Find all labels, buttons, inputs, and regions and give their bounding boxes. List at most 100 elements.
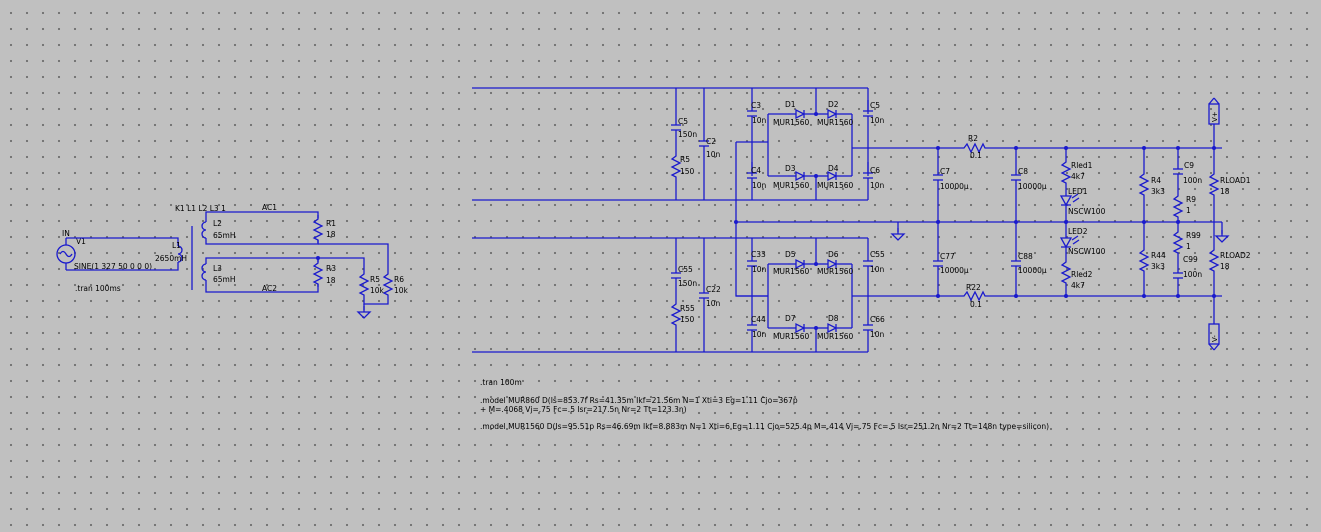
resistor-r1[interactable] (313, 214, 323, 244)
label-c3-name: C3 (751, 101, 761, 110)
label-l2-value: 65mH (213, 231, 236, 240)
label-c4-name: C4 (751, 166, 761, 175)
label-rled2-name: Rled2 (1071, 270, 1093, 279)
coupling-directive[interactable]: K1 L1 L2 L3 1 (175, 204, 226, 213)
inductor-l3[interactable] (201, 263, 207, 281)
model-mur1560[interactable]: .model MUR1560 D(Is=95.51p Rs=46.69m Ikf… (480, 422, 1049, 431)
transformer-section: IN V1 SINE(1 327 50 0 0 0) L1 2650mH K1 … (56, 203, 409, 319)
resistor-r55-snubber[interactable] (671, 299, 681, 329)
resistor-r5-snubber[interactable] (671, 151, 681, 181)
label-l3-name: L3 (213, 264, 222, 273)
label-rled1-value: 4k7 (1071, 172, 1085, 181)
label-c7-value: 10000µ (940, 182, 969, 191)
model-mur860-line1[interactable]: .model MUR860 D(Is=853.7f Rs=41.35m Ikf=… (480, 396, 798, 405)
label-c66-name: C66 (870, 315, 885, 324)
inductor-l1[interactable] (177, 245, 183, 263)
label-c55a-name: C55 (678, 265, 693, 274)
diode-d2[interactable] (819, 109, 845, 119)
label-l3-value: 65mH (213, 275, 236, 284)
label-c2-value: 10n (706, 150, 721, 159)
label-c77-name: C77 (940, 252, 955, 261)
inductor-l2[interactable] (201, 221, 207, 239)
label-c88-value: 10000µ (1018, 266, 1047, 275)
model-mur860-line2[interactable]: + M=.4068 Vj=.75 Fc=.5 Isr=217.5n Nr=2 T… (480, 405, 687, 414)
label-d5-value: MUR1560 (773, 267, 809, 276)
label-c3-value: 10n (752, 116, 767, 125)
resistor-r9[interactable] (1173, 191, 1183, 221)
resistor-rload1[interactable] (1209, 169, 1219, 199)
diode-d8[interactable] (819, 323, 845, 333)
resistor-rled1[interactable] (1061, 157, 1071, 187)
label-led1-value: NSCW100 (1068, 207, 1106, 216)
resistor-rled2[interactable] (1061, 257, 1071, 287)
tran-directive-small[interactable]: .tran 100ms (75, 284, 121, 293)
label-led2-value: NSCW100 (1068, 247, 1106, 256)
led-led2[interactable] (1059, 235, 1080, 249)
label-r9-name: R9 (1186, 195, 1196, 204)
diode-d7[interactable] (787, 323, 813, 333)
ground-symbol-2 (891, 227, 905, 241)
resistor-r6[interactable] (383, 269, 393, 299)
diode-d3[interactable] (787, 171, 813, 181)
label-v1-value: SINE(1 327 50 0 0 0) (74, 262, 152, 271)
label-c6-value: 10n (870, 181, 885, 190)
label-r99-value: 1 (1186, 242, 1191, 251)
label-c2-name: C2 (706, 137, 716, 146)
voltage-source-v1[interactable] (56, 238, 76, 270)
label-c55b-name: C55 (870, 250, 885, 259)
ground-symbol-3 (1215, 229, 1229, 243)
label-c9-name: C9 (1184, 161, 1194, 170)
resistor-rload2[interactable] (1209, 245, 1219, 275)
label-d5-name: D5 (785, 250, 796, 259)
label-c8-name: C8 (1018, 167, 1028, 176)
label-r9-value: 1 (1186, 206, 1191, 215)
diode-d1[interactable] (787, 109, 813, 119)
resistor-r99[interactable] (1173, 227, 1183, 257)
resistor-r44[interactable] (1139, 245, 1149, 275)
tran-directive-main[interactable]: .tran 100m (480, 378, 522, 387)
label-d4-name: D4 (828, 164, 839, 173)
label-rled1-name: Rled1 (1071, 161, 1093, 170)
label-c88-name: C88 (1018, 252, 1033, 261)
label-c66-value: 10n (870, 330, 885, 339)
label-c6-name: C6 (870, 166, 880, 175)
resistor-r5[interactable] (359, 269, 369, 299)
label-r44-name: R44 (1151, 251, 1166, 260)
label-r5a-name: R5 (680, 155, 690, 164)
led-led1[interactable] (1059, 193, 1080, 207)
label-d1-name: D1 (785, 100, 796, 109)
label-r5-value: 10k (370, 286, 385, 295)
label-c55a-value: 150n (678, 279, 697, 288)
label-c22-name: C22 (706, 285, 721, 294)
label-c8-value: 10000µ (1018, 182, 1047, 191)
net-flag-vminus[interactable] (1208, 323, 1220, 351)
capacitor-c9[interactable] (1172, 157, 1184, 187)
label-led2-name: LED2 (1068, 227, 1088, 236)
label-c5b-name: C5 (870, 101, 880, 110)
label-d4-value: MUR1560 (817, 181, 853, 190)
label-d7-value: MUR1560 (773, 332, 809, 341)
label-d8-value: MUR1560 (817, 332, 853, 341)
label-rload1-name: RLOAD1 (1220, 176, 1251, 185)
net-flag-vplus[interactable] (1208, 97, 1220, 125)
label-r3-value: 18 (326, 276, 336, 285)
ground-symbol-1 (357, 305, 371, 319)
capacitor-c99[interactable] (1172, 261, 1184, 291)
label-l1-value: 2650mH (155, 254, 187, 263)
dc-output-section: R2 0.1 R22 0.1 C7 10000µ C77 10000µ C8 1… (734, 97, 1251, 351)
diode-d4[interactable] (819, 171, 845, 181)
label-r1-name: R1 (326, 219, 336, 228)
rectifier-lower: C55 150n R55 150 C22 10n C33 10n C44 10n (472, 237, 960, 353)
label-l2-name: L2 (213, 219, 222, 228)
resistor-r4[interactable] (1139, 169, 1149, 199)
rectifier-upper: C5 150n R5 150 C2 10n C3 10n C4 10n (472, 87, 960, 297)
label-d8-name: D8 (828, 314, 839, 323)
resistor-r22[interactable] (959, 291, 989, 301)
label-d7-name: D7 (785, 314, 796, 323)
resistor-r3[interactable] (313, 258, 323, 288)
label-r22-value: 0.1 (970, 300, 982, 309)
label-d2-value: MUR1560 (817, 118, 853, 127)
label-c77-value: 10000µ (940, 266, 969, 275)
label-d6-name: D6 (828, 250, 839, 259)
